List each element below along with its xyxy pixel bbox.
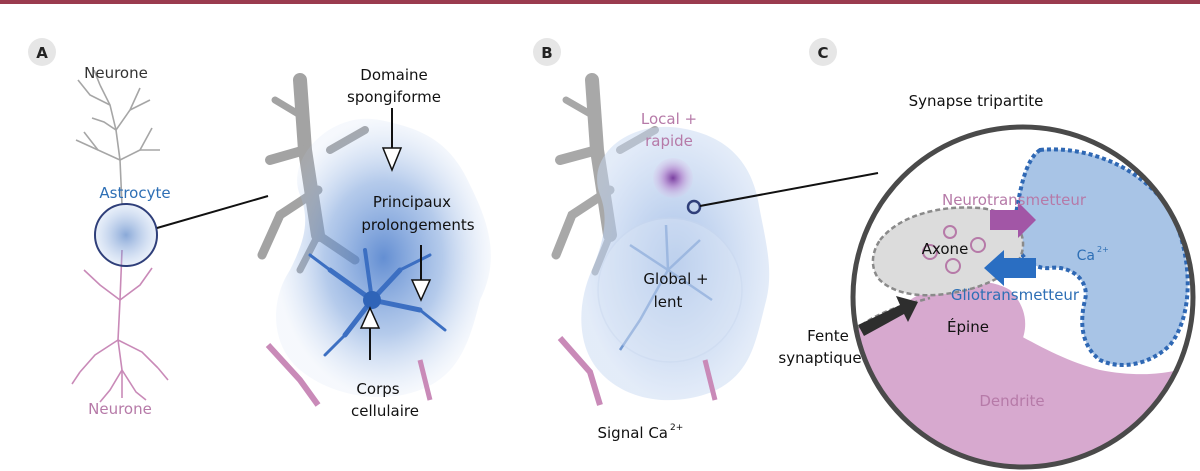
label-gliotransmetteur: Gliotransmetteur xyxy=(951,286,1080,304)
label-global: Global + xyxy=(643,270,708,288)
label-signal-ca-sup: 2+ xyxy=(670,423,683,433)
label-signal-ca: Signal Ca xyxy=(597,424,668,442)
synapse-contents xyxy=(853,147,1193,467)
label-prolongements: prolongements xyxy=(361,216,474,234)
label-ca: Ca xyxy=(1077,248,1095,264)
panel-c-letter: C xyxy=(817,44,828,62)
label-corps: Corps xyxy=(356,380,399,398)
top-accent-bar xyxy=(0,0,1200,4)
zoom-line-a xyxy=(156,195,269,229)
spine-region xyxy=(906,281,1026,356)
label-rapide: rapide xyxy=(645,132,693,150)
vesicle-3 xyxy=(970,237,986,253)
astrocyte-ca-region xyxy=(1012,147,1190,367)
label-domaine: Domaine xyxy=(360,66,427,84)
neuron-basal-dendrites xyxy=(71,249,169,403)
panel-a-letter: A xyxy=(36,44,48,62)
label-principaux: Principaux xyxy=(373,193,451,211)
label-ca-sup: 2+ xyxy=(1097,245,1109,254)
label-synaptique: synaptique xyxy=(778,349,861,367)
panel-b: B Local + rapide Global + lent Signal Ca… xyxy=(533,38,879,442)
panel-a: A Neurone Neurone xyxy=(28,38,491,420)
synapse-circle-border xyxy=(850,124,1196,470)
label-spongiforme: spongiforme xyxy=(347,88,441,106)
zoom-line-b xyxy=(699,172,879,207)
zoom-circle-a xyxy=(94,203,158,267)
panel-b-letter: B xyxy=(541,44,552,62)
label-fente: Fente xyxy=(807,327,849,345)
label-neurotransmetteur: Neurotransmetteur xyxy=(942,191,1087,209)
neurotransmitter-arrow xyxy=(990,202,1036,238)
panel-c: C Synapse tripartite Neurotransmetteur A… xyxy=(778,38,1196,470)
arrow-cellbody-head xyxy=(359,306,381,329)
label-epine: Épine xyxy=(947,317,989,336)
label-neurone-bottom: Neurone xyxy=(88,400,152,418)
label-astrocyte: Astrocyte xyxy=(99,184,170,202)
gliotransmitter-arrow xyxy=(984,250,1036,286)
astrocyte-mini xyxy=(96,205,156,265)
label-cellulaire: cellulaire xyxy=(351,402,419,420)
label-lent: lent xyxy=(654,293,683,311)
cell-body xyxy=(363,291,381,309)
dendrite-region xyxy=(853,309,1193,467)
label-local: Local + xyxy=(641,110,697,128)
pink-dendrite-b xyxy=(557,336,603,406)
spongiform-domain xyxy=(276,118,491,398)
vesicle-2 xyxy=(945,258,961,274)
neuron-apical-dendrites xyxy=(75,69,160,206)
zoom-circle-b xyxy=(686,199,702,215)
label-dendrite: Dendrite xyxy=(979,392,1044,410)
astrocyte-processes-b xyxy=(618,224,713,351)
vesicle-1 xyxy=(922,244,938,260)
label-neurone-top: Neurone xyxy=(84,64,148,82)
label-axone: Axone xyxy=(922,240,969,258)
pink-dendrite-a xyxy=(265,342,321,407)
local-signal-spot xyxy=(653,158,693,198)
label-synapse-tripartite: Synapse tripartite xyxy=(909,92,1044,110)
panel-b-badge xyxy=(533,38,561,66)
global-signal-zone xyxy=(597,217,743,363)
pink-dendrite-b2 xyxy=(702,359,718,401)
panel-a-badge xyxy=(28,38,56,66)
vesicle-4 xyxy=(943,225,957,239)
pink-dendrite-a2 xyxy=(417,359,433,401)
cleft-arrow xyxy=(858,296,918,336)
arrow-processes-head xyxy=(410,279,432,302)
panel-c-badge xyxy=(809,38,837,66)
arrow-spongiform-head xyxy=(381,147,403,172)
